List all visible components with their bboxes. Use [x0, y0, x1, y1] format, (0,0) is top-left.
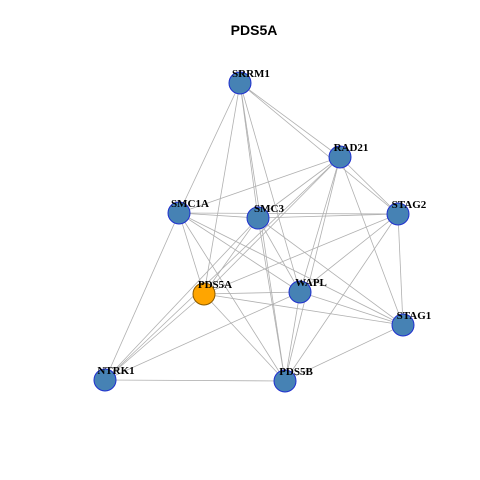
node-srrm1: SRRM1 — [228, 68, 270, 95]
node-smc3: SMC3 — [246, 203, 284, 230]
edge-smc1a-smc3 — [178, 212, 259, 219]
node-wapl: WAPL — [288, 277, 327, 304]
edge-srrm1-stag2 — [239, 82, 399, 215]
node-pds5b: PDS5B — [273, 366, 313, 393]
edge-wapl-ntrk1 — [104, 291, 301, 381]
edge-pds5a-ntrk1 — [104, 293, 205, 381]
edge-smc3-stag2 — [257, 213, 399, 219]
node-label: NTRK1 — [97, 365, 134, 377]
edge-srrm1-rad21 — [239, 82, 341, 158]
node-circle — [228, 71, 252, 95]
node-label: STAG2 — [392, 199, 427, 211]
node-smc1a: SMC1A — [167, 198, 209, 225]
edge-smc3-pds5b — [257, 217, 286, 382]
edge-srrm1-wapl — [239, 82, 301, 293]
edge-smc1a-pds5a — [178, 212, 205, 295]
node-label: PDS5A — [198, 279, 232, 291]
node-circle — [93, 368, 117, 392]
edge-srrm1-smc1a — [178, 82, 241, 214]
edge-wapl-stag1 — [299, 291, 404, 326]
edge-smc1a-stag2 — [178, 212, 399, 215]
edge-pds5a-pds5b — [203, 293, 286, 382]
edge-stag2-pds5b — [284, 213, 399, 382]
edge-wapl-pds5b — [284, 291, 301, 382]
edge-smc3-pds5a — [203, 217, 259, 295]
node-label: RAD21 — [334, 142, 369, 154]
node-circle — [273, 369, 297, 393]
edge-srrm1-pds5a — [203, 82, 241, 295]
node-circle — [288, 280, 312, 304]
edge-smc1a-ntrk1 — [104, 212, 180, 381]
edges-layer — [104, 82, 404, 382]
node-circle — [386, 202, 410, 226]
edge-ntrk1-pds5b — [104, 379, 286, 382]
node-label: PDS5B — [279, 366, 313, 378]
edge-rad21-pds5b — [284, 156, 341, 382]
node-ntrk1: NTRK1 — [93, 365, 135, 392]
node-label: STAG1 — [397, 310, 432, 322]
node-label: SRRM1 — [232, 68, 270, 80]
edge-smc1a-stag1 — [178, 212, 404, 326]
edge-rad21-pds5a — [203, 156, 341, 295]
edge-stag2-wapl — [299, 213, 399, 293]
edge-stag1-pds5b — [284, 324, 404, 382]
node-pds5a: PDS5A — [192, 279, 232, 306]
edge-rad21-smc1a — [178, 156, 341, 214]
edge-smc3-stag1 — [257, 217, 404, 326]
diagram-title: PDS5A — [231, 22, 278, 38]
edge-rad21-stag1 — [339, 156, 404, 326]
node-circle — [391, 313, 415, 337]
edge-smc3-ntrk1 — [104, 217, 259, 381]
edge-rad21-wapl — [299, 156, 341, 293]
node-rad21: RAD21 — [328, 142, 369, 169]
node-stag2: STAG2 — [386, 199, 427, 226]
edge-pds5a-wapl — [203, 291, 301, 295]
node-label: WAPL — [295, 277, 327, 289]
edge-pds5a-stag1 — [203, 293, 404, 326]
node-circle — [192, 282, 216, 306]
edge-rad21-stag2 — [339, 156, 399, 215]
node-label: SMC1A — [171, 198, 209, 210]
edge-smc1a-wapl — [178, 212, 301, 293]
edge-smc1a-pds5b — [178, 212, 286, 382]
node-label: SMC3 — [254, 203, 284, 215]
edge-rad21-smc3 — [257, 156, 341, 219]
edge-srrm1-pds5b — [239, 82, 286, 382]
node-circle — [246, 206, 270, 230]
node-circle — [167, 201, 191, 225]
edge-smc3-wapl — [257, 217, 301, 293]
edge-stag2-pds5a — [203, 213, 399, 295]
node-circle — [328, 145, 352, 169]
edge-stag2-stag1 — [397, 213, 404, 326]
node-stag1: STAG1 — [391, 310, 432, 337]
